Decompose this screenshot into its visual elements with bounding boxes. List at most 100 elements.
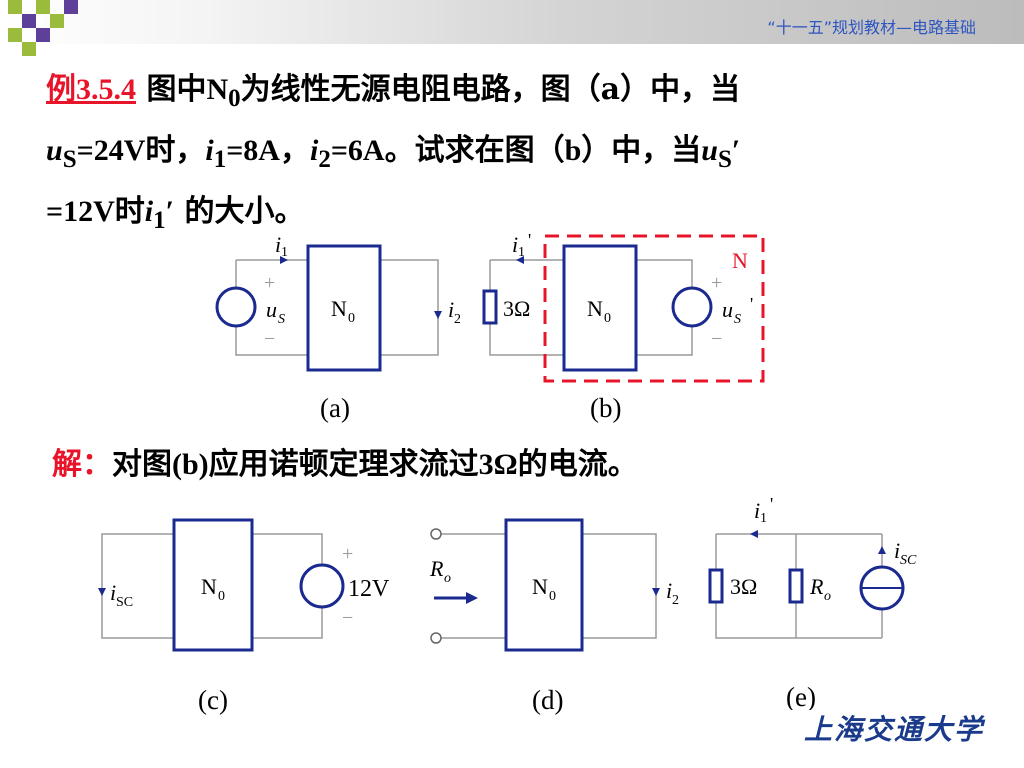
voltage-source-icon <box>299 563 345 609</box>
resistor-3ohm <box>482 289 498 325</box>
circuit-d: R o N 0 i 2 (d) <box>429 518 679 715</box>
arrow-up-icon <box>878 546 886 554</box>
problem-text: 的大小。 <box>184 194 305 229</box>
i2-label: i <box>448 297 454 322</box>
prime-mark: ' <box>750 294 753 314</box>
i1-subscript: 1 <box>213 146 227 173</box>
n0-subscript: 0 <box>604 311 611 326</box>
us-prime-subscript: S <box>717 146 732 173</box>
terminal-bottom <box>430 632 442 644</box>
corner-decoration <box>8 0 78 56</box>
prime-mark: ′ <box>731 134 741 167</box>
caption-e: (e) <box>786 682 816 710</box>
n0-block <box>504 518 584 652</box>
minus-sign: − <box>342 607 353 629</box>
caption-b: (b) <box>590 393 621 423</box>
ro-label: R <box>429 556 444 581</box>
i1-symbol: i <box>205 134 214 167</box>
i1-prime-subscript: 1 <box>518 245 525 260</box>
source-label: 12V <box>348 576 390 602</box>
resistor-ro <box>788 568 804 604</box>
n0-subscript: 0 <box>228 85 241 112</box>
i2-subscript: 2 <box>454 312 460 327</box>
i1-prime-subscript: 1 <box>153 207 166 234</box>
i2-label: i <box>666 578 672 603</box>
i1-label: i <box>275 232 281 257</box>
circuit-a: i 1 + u S − N 0 i 2 (a) <box>215 232 460 423</box>
arrow-head-icon <box>466 592 478 604</box>
prime-mark: ' <box>528 230 531 250</box>
plus-sign: + <box>264 272 275 294</box>
plus-sign: + <box>711 272 722 294</box>
n0-label: N <box>532 574 548 599</box>
n0-subscript: 0 <box>348 311 355 326</box>
i2-symbol: i <box>309 134 319 167</box>
circuit-c: i SC N 0 + 12V − (c) <box>98 518 390 715</box>
solution-label: 解： <box>52 447 112 482</box>
plus-sign: + <box>342 543 353 565</box>
prime-mark: ′ <box>165 195 175 228</box>
example-label: 例3.5.4 <box>46 73 136 106</box>
minus-sign: − <box>711 328 722 350</box>
us-prime-label: u <box>722 297 733 322</box>
arrow-down-icon <box>652 588 660 596</box>
us-subscript: S <box>62 146 77 173</box>
i1-prime-subscript: 1 <box>760 511 767 526</box>
voltage-source-icon <box>671 286 713 328</box>
solution-statement: 解：对图(b)应用诺顿定理求流过3Ω的电流。 <box>52 440 638 490</box>
solution-text: 对图 <box>112 447 172 482</box>
solution-text: (b) <box>172 448 209 481</box>
solution-text: 3Ω <box>478 448 518 481</box>
n0-block <box>306 244 382 372</box>
n0-label: N <box>587 296 603 321</box>
problem-text: =6A。试求在图（b）中，当 <box>330 134 702 167</box>
i1-prime-label: i <box>512 232 518 257</box>
n0-symbol: N <box>206 73 229 106</box>
university-logo: 上海交通大学 <box>804 713 985 746</box>
n-label: N <box>732 248 748 273</box>
isc-label: i <box>894 538 900 563</box>
arrow-down-icon <box>434 311 442 319</box>
caption-d: (d) <box>532 685 563 715</box>
us-symbol: u <box>46 134 63 167</box>
us-subscript: S <box>278 312 285 327</box>
prime-mark: ' <box>770 494 773 514</box>
arrow-left-icon <box>516 256 524 264</box>
isc-subscript: SC <box>900 553 917 568</box>
i1-prime-label: i <box>754 498 760 523</box>
circuit-e: i 1 ' 3Ω R o i SC (e) <box>708 494 917 710</box>
terminal-top <box>430 528 442 540</box>
n-dashed-box <box>543 234 765 383</box>
minus-sign: − <box>264 328 275 350</box>
i1-subscript: 1 <box>281 245 288 260</box>
circuit-b: i 1 ' 3Ω N 0 N + u S ' − (b) <box>482 230 765 423</box>
solution-text: 的电流。 <box>517 447 638 482</box>
problem-text: =8A， <box>226 134 310 167</box>
n0-label: N <box>331 296 347 321</box>
problem-text: 为线性无源电阻电路，图（a）中，当 <box>240 72 741 107</box>
ro-label: R <box>809 574 824 599</box>
i2-subscript: 2 <box>318 146 331 173</box>
isc-label: i <box>110 580 116 605</box>
header-bar <box>0 0 1024 44</box>
arrow-left-icon <box>750 530 758 538</box>
isc-subscript: SC <box>116 595 133 610</box>
voltage-source-icon <box>215 286 257 328</box>
n0-label: N <box>201 574 217 599</box>
n0-subscript: 0 <box>549 589 556 604</box>
n0-block <box>562 244 638 372</box>
us-label: u <box>266 297 277 322</box>
i2-subscript: 2 <box>672 593 679 608</box>
resistor-label: 3Ω <box>730 574 757 599</box>
n0-block <box>172 518 254 652</box>
solution-text: 应用诺顿定理求流过 <box>208 447 479 482</box>
us-prime-subscript: S <box>734 312 741 327</box>
caption-a: (a) <box>320 393 350 423</box>
arrow-down-icon <box>98 588 106 596</box>
i1-prime-symbol: i <box>144 195 154 228</box>
caption-c: (c) <box>198 685 228 715</box>
us-prime-symbol: u <box>701 134 718 167</box>
ro-subscript: o <box>444 571 451 586</box>
resistor-label: 3Ω <box>503 296 530 321</box>
